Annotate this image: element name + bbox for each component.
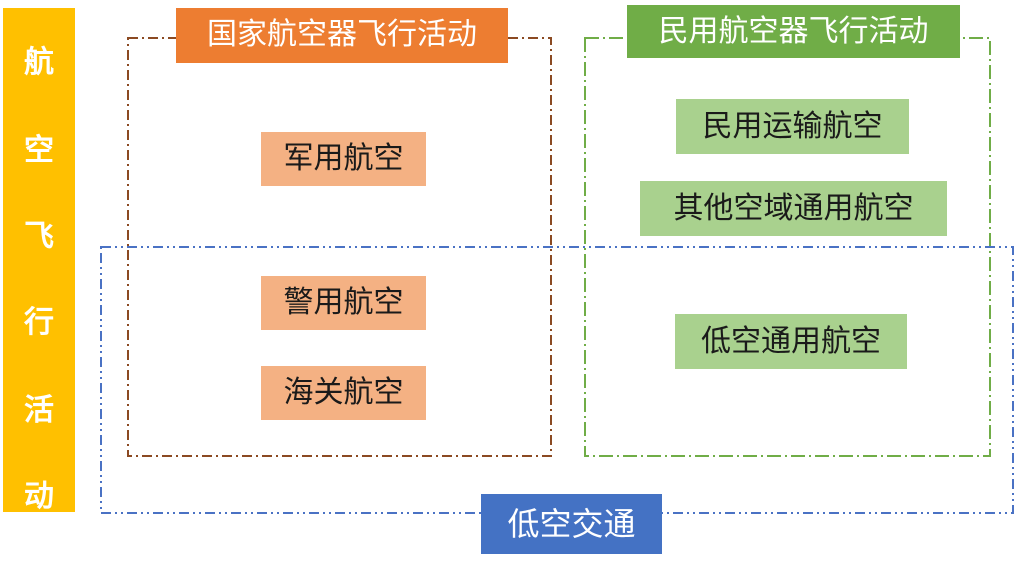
side-label-char: 动	[24, 479, 54, 514]
military-aviation-box: 军用航空	[261, 132, 426, 186]
side-label-char: 飞	[24, 219, 54, 254]
low-altitude-traffic-header: 低空交通	[481, 494, 662, 554]
police-aviation-box: 警用航空	[261, 276, 426, 330]
civil-aircraft-header: 民用航空器飞行活动	[627, 5, 960, 58]
civil-transport-aviation-box: 民用运输航空	[676, 99, 909, 154]
side-label-bar: 航 空 飞 行 活 动	[3, 8, 75, 514]
side-label-char: 航	[24, 45, 54, 80]
customs-aviation-box: 海关航空	[261, 366, 426, 420]
low-altitude-general-aviation-box: 低空通用航空	[675, 314, 907, 369]
low-altitude-group-frame	[100, 246, 1014, 514]
other-airspace-general-aviation-box: 其他空域通用航空	[640, 181, 947, 236]
side-label-char: 活	[24, 393, 54, 428]
side-label-char: 空	[24, 133, 54, 168]
national-aircraft-header: 国家航空器飞行活动	[176, 8, 508, 63]
side-label-char: 行	[24, 305, 54, 340]
